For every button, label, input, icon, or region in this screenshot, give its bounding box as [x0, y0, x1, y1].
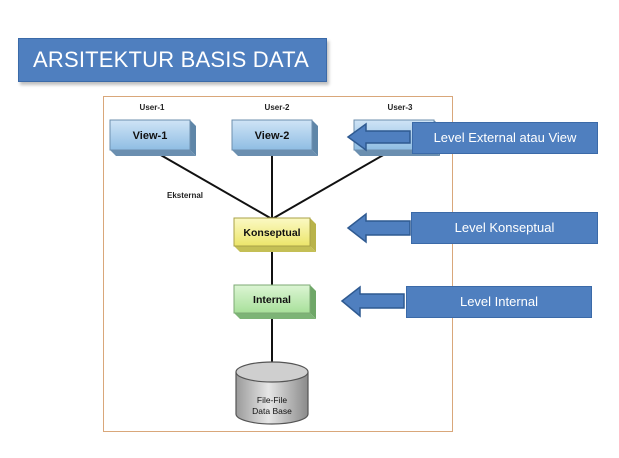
database-label-line2: Data Base [252, 406, 292, 416]
line-view1-konseptual [151, 149, 273, 220]
konseptual-label: Konseptual [243, 227, 300, 239]
callout-level-internal: Level Internal [406, 286, 592, 318]
user-1-label: User-1 [140, 103, 165, 112]
arrow-konseptual-icon [346, 212, 411, 244]
eksternal-label: Eksternal [167, 191, 203, 200]
database-label-line1: File-File [257, 395, 287, 405]
line-view3-konseptual [271, 149, 393, 220]
internal-label: Internal [253, 294, 291, 306]
view-2-box: View-2 [231, 119, 318, 156]
user-3-label: User-3 [388, 103, 413, 112]
internal-box: Internal [233, 284, 316, 319]
arrow-internal-icon [340, 285, 405, 318]
user-2-label: User-2 [265, 103, 290, 112]
view-1-label: View-1 [133, 130, 168, 142]
callout-level-external: Level External atau View [412, 122, 598, 154]
page-title: ARSITEKTUR BASIS DATA [18, 38, 327, 82]
connector-lines [151, 149, 393, 362]
arrow-external-icon [346, 122, 411, 152]
konseptual-box: Konseptual [233, 217, 316, 252]
view-1-box: View-1 [109, 119, 196, 156]
callout-level-konseptual: Level Konseptual [411, 212, 598, 244]
view-2-label: View-2 [255, 130, 290, 142]
database-cylinder: File-File Data Base [235, 361, 309, 425]
